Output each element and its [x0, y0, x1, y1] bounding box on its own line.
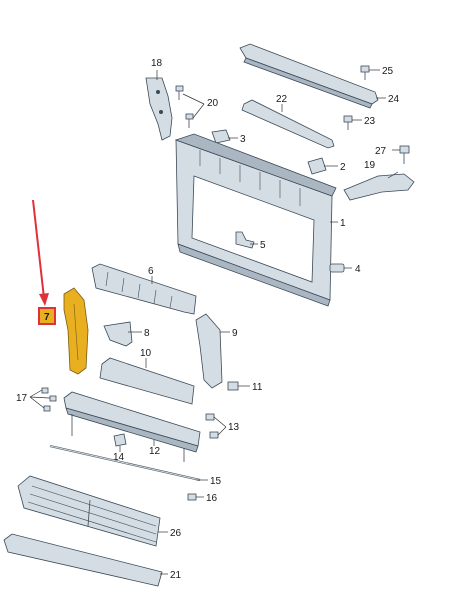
callout-6: 6 — [148, 266, 154, 277]
part-7-air-guide-highlighted — [63, 287, 89, 375]
callout-7: 7 — [44, 312, 50, 323]
callout-labels: 1 2 3 4 5 6 7 8 9 10 11 12 13 14 15 16 1… — [16, 58, 400, 581]
part-17-bolts — [41, 387, 57, 412]
part-23-bolt — [343, 115, 353, 130]
callout-27: 27 — [375, 146, 387, 157]
callout-1: 1 — [340, 218, 346, 229]
callout-4: 4 — [355, 264, 361, 275]
part-27-bolt — [399, 145, 410, 164]
part-21-lower-trim — [3, 533, 163, 587]
part-22-rail — [241, 99, 335, 149]
part-25-bolt — [360, 65, 370, 80]
part-15-rod — [49, 445, 201, 481]
callout-12: 12 — [149, 446, 161, 457]
callout-5: 5 — [260, 240, 266, 251]
callout-13: 13 — [228, 422, 240, 433]
callout-20: 20 — [207, 98, 219, 109]
part-12-lower-crossmember — [63, 391, 201, 462]
callout-3: 3 — [240, 134, 246, 145]
callout-19: 19 — [364, 160, 376, 171]
part-26-shutter — [17, 475, 161, 547]
leader-lines — [29, 69, 400, 575]
callout-25: 25 — [382, 66, 394, 77]
callout-26: 26 — [170, 528, 182, 539]
part-19-bracket — [343, 173, 415, 201]
part-11-clip — [227, 381, 239, 391]
callout-11: 11 — [252, 382, 263, 393]
part-24-upper-rail — [239, 43, 379, 109]
callout-8: 8 — [144, 328, 150, 339]
callout-23: 23 — [364, 116, 376, 127]
part-4-fastener — [329, 263, 345, 273]
callout-16: 16 — [206, 493, 218, 504]
callout-24: 24 — [388, 94, 400, 105]
part-9-air-guide — [195, 313, 223, 389]
part-13-clips — [205, 413, 219, 439]
part-6-air-guide — [91, 263, 197, 315]
part-16-bolt — [187, 493, 197, 501]
part-1-front-carrier — [174, 133, 337, 307]
callout-14: 14 — [113, 452, 125, 463]
part-20-bolts — [175, 85, 194, 128]
highlight-box — [38, 307, 56, 325]
part-2-clip — [307, 157, 327, 175]
part-10-air-duct — [99, 357, 195, 405]
callout-10: 10 — [140, 348, 152, 359]
part-8-bracket — [103, 321, 133, 347]
callout-15: 15 — [210, 476, 222, 487]
part-14-bracket — [113, 433, 127, 447]
pointer-arrow — [32, 199, 49, 306]
part-18-bracket — [145, 77, 173, 141]
part-3-clip — [211, 129, 231, 144]
callout-22: 22 — [276, 94, 288, 105]
part-5-bracket — [235, 231, 255, 249]
callout-21: 21 — [170, 570, 182, 581]
callout-2: 2 — [340, 162, 346, 173]
callout-18: 18 — [151, 58, 163, 69]
callout-17: 17 — [16, 393, 28, 404]
callout-9: 9 — [232, 328, 238, 339]
